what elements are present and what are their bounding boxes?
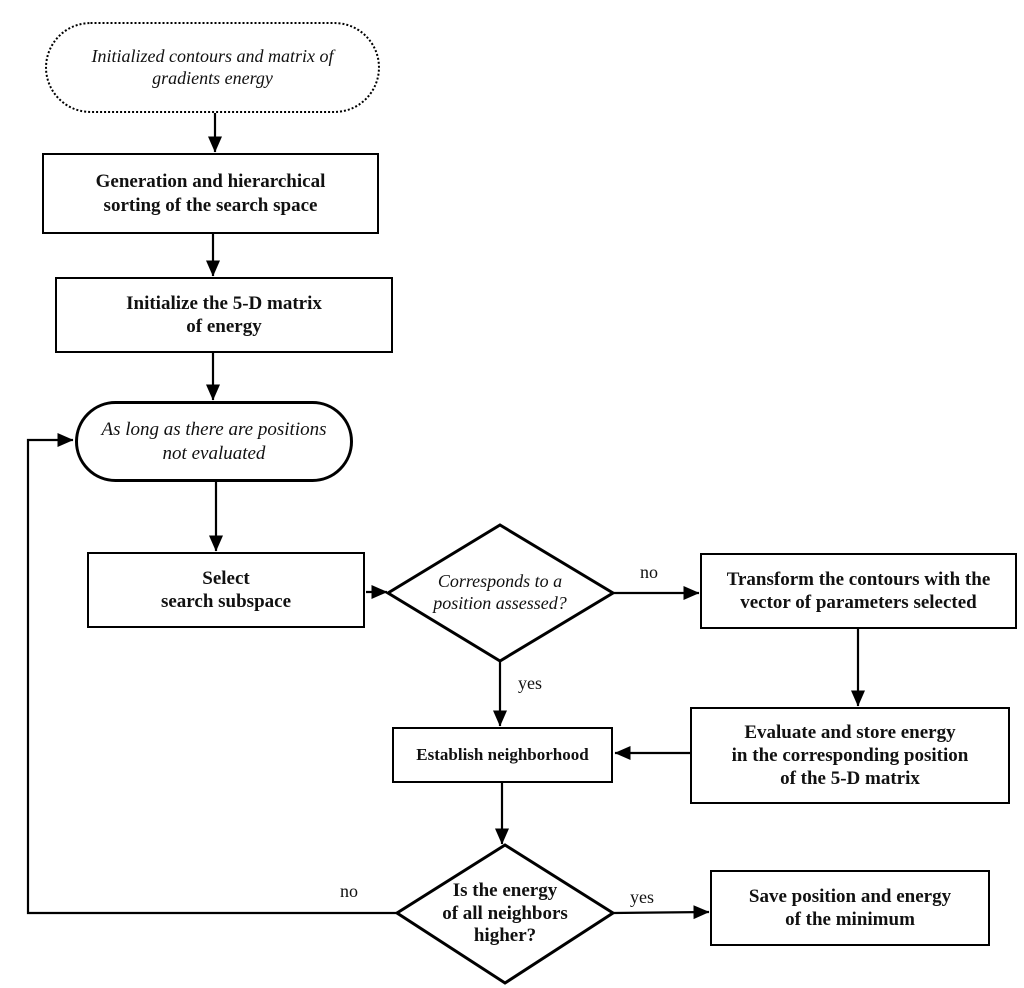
loop-condition: As long as there are positions not evalu… (75, 401, 353, 482)
process-select-subspace: Select search subspace (87, 552, 365, 628)
start-terminator: Initialized contours and matrix of gradi… (45, 22, 380, 113)
process-establish-neighborhood: Establish neighborhood (392, 727, 613, 783)
edge-label-corresponds-yes: yes (506, 674, 554, 692)
decision-corresponds-label: Corresponds to a position assessed? (433, 571, 567, 613)
process-evaluate-store: Evaluate and store energy in the corresp… (690, 707, 1010, 804)
process-save-minimum: Save position and energy of the minimum (710, 870, 990, 946)
arrow-energy-yes-to-save (612, 905, 710, 920)
arrow-energy-no-feedback-to-loop (26, 433, 397, 915)
energy-diamond-shape (394, 843, 616, 985)
process-generation-sorting: Generation and hierarchical sorting of t… (42, 153, 379, 234)
edge-label-energy-no: no (328, 882, 370, 900)
decision-energy-label: Is the energy of all neighbors higher? (442, 879, 568, 947)
edge-label-corresponds-no: no (628, 563, 670, 581)
process-initialize-matrix: Initialize the 5-D matrix of energy (55, 277, 393, 353)
corresponds-diamond-shape (385, 523, 616, 663)
edge-label-energy-yes: yes (618, 888, 666, 906)
process-transform-contours: Transform the contours with the vector o… (700, 553, 1017, 629)
